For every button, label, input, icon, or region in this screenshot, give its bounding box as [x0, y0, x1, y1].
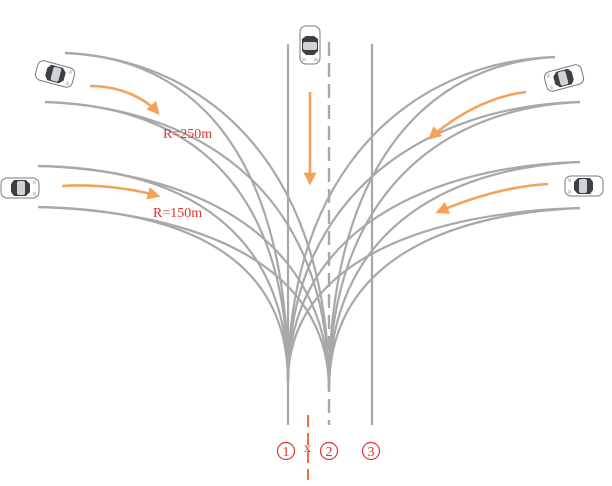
left-curve-4 [44, 100, 331, 391]
orange-arrow-icon [428, 90, 527, 140]
lane-number-2: 2 [319, 441, 339, 461]
radius-label-250: R=250m [163, 127, 212, 142]
car-topview-icon [542, 62, 586, 94]
orange-arrow-icon [435, 182, 549, 214]
right-curve-4 [327, 100, 581, 391]
car-topview-icon [33, 58, 77, 90]
car-topview-icon [564, 175, 604, 197]
left-curve-6 [37, 164, 331, 391]
left-curves [37, 51, 331, 391]
radius-label-150: R=150m [153, 206, 202, 221]
right-curve-2 [327, 55, 556, 391]
orange-arrow-icon [61, 184, 161, 200]
right-curve-6 [327, 160, 581, 391]
right-curve-8 [327, 206, 581, 391]
left-curve-3 [44, 100, 290, 383]
left-curve-7 [37, 205, 290, 383]
right-curves [286, 55, 581, 391]
right-curve-5 [286, 160, 581, 383]
car-topview-icon [299, 25, 321, 65]
left-curve-2 [64, 51, 331, 391]
right-curve-3 [286, 100, 581, 383]
right-curve-1 [286, 55, 556, 383]
direction-arrows [61, 84, 549, 214]
lane-number-3: 3 [361, 441, 381, 461]
offset-label: x [304, 441, 311, 456]
lane-number-1-text: 1 [283, 445, 290, 460]
lane-number-1: 1 [276, 441, 296, 461]
car-topview-icon [0, 177, 40, 199]
lane-number-2-text: 2 [326, 445, 333, 460]
left-curve-8 [37, 205, 331, 391]
right-curve-7 [286, 206, 581, 383]
orange-arrow-icon [89, 84, 160, 115]
lane-number-3-text: 3 [368, 445, 375, 460]
